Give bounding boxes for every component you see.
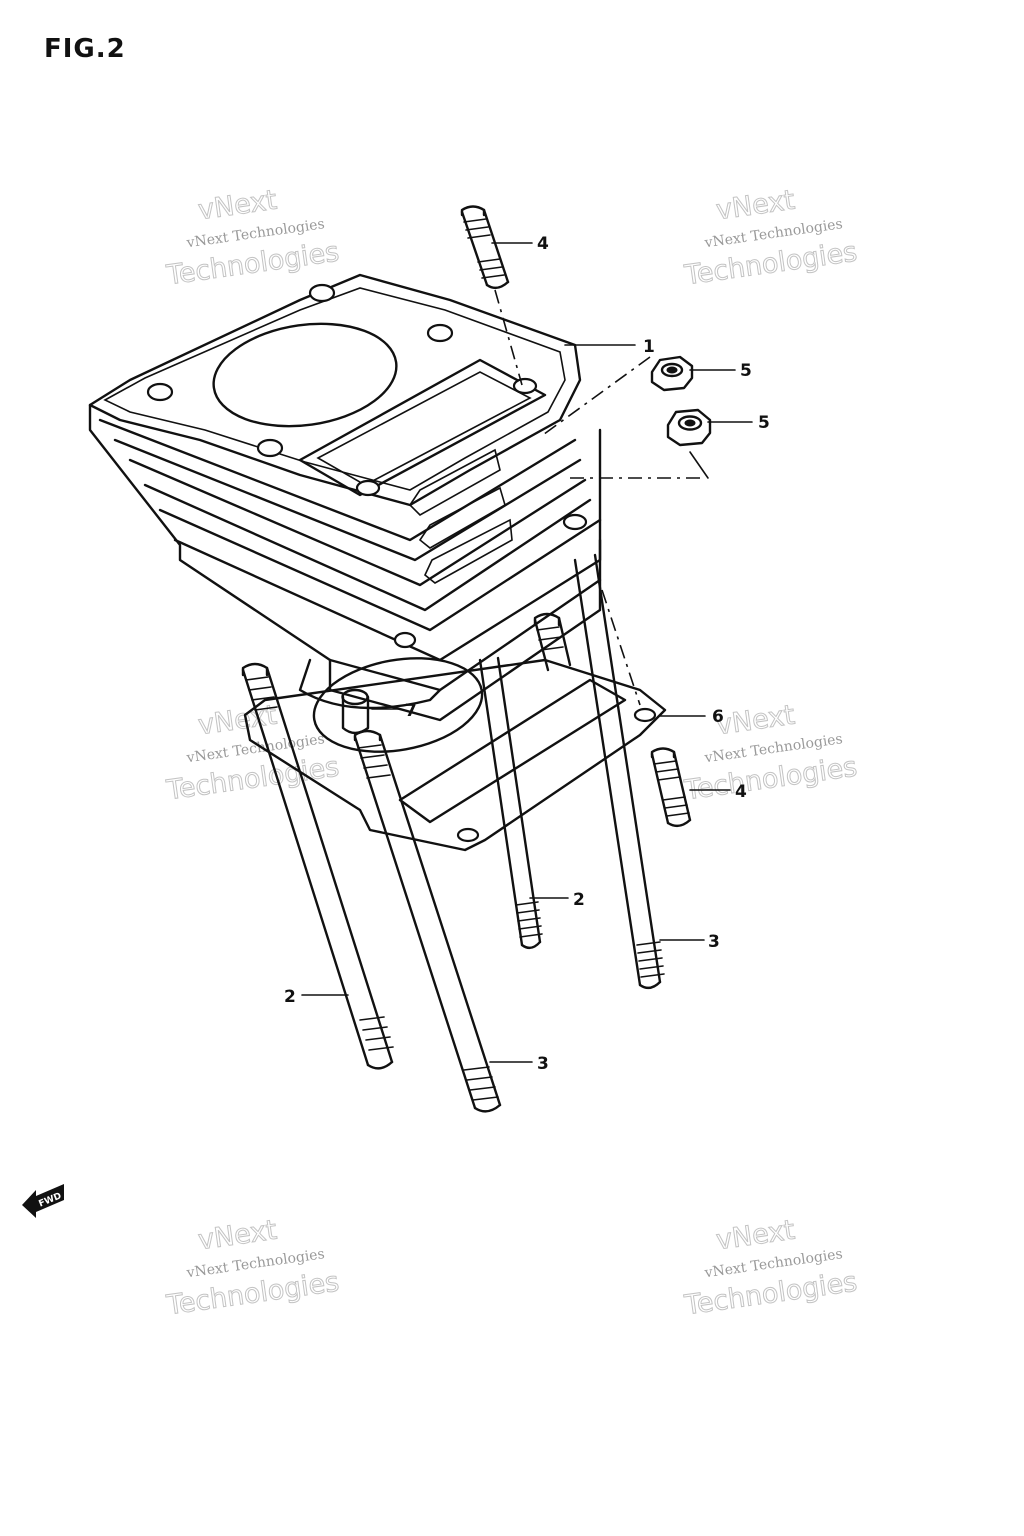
watermark-group: vNext vNext Technologies Technologies vN… — [164, 184, 860, 1322]
stud-hole — [393, 631, 417, 649]
leader-lines — [301, 242, 753, 1063]
callout-5-upper: 5 — [740, 361, 752, 381]
long-stud-front-right-3 — [353, 729, 502, 1113]
long-stud-front-left-2 — [241, 662, 394, 1070]
long-stud-rear-right-3 — [573, 553, 665, 990]
watermark-large: vNext — [714, 1215, 796, 1257]
long-stud-rear-top — [533, 612, 572, 672]
long-stud-rear-left-2 — [478, 656, 543, 950]
nut-lower — [666, 408, 712, 447]
watermark-large: vNext — [196, 1215, 278, 1257]
stud-hole — [512, 377, 538, 395]
callout-3-right: 3 — [708, 932, 720, 952]
callout-6: 6 — [712, 707, 724, 727]
callout-5-lower: 5 — [758, 413, 770, 433]
watermark-large: vNext — [714, 185, 796, 227]
figure-title: FIG.2 — [44, 34, 126, 64]
stud-hole — [146, 382, 174, 402]
callout-1: 1 — [643, 337, 655, 357]
watermark-large: vNext — [196, 700, 278, 742]
short-stud-right — [650, 747, 692, 828]
stud-hole — [562, 513, 588, 531]
watermark-large: vNext — [196, 185, 278, 227]
callout-7: 7 — [405, 701, 417, 721]
stud-hole — [355, 479, 381, 497]
stud-hole — [426, 323, 454, 343]
callout-2-left: 2 — [284, 987, 296, 1007]
stud-hole — [256, 438, 284, 458]
alignment-lines — [539, 356, 709, 706]
short-stud-top — [460, 205, 523, 386]
callout-4-top: 4 — [537, 234, 549, 254]
callout-2-right: 2 — [573, 890, 585, 910]
callout-3-left: 3 — [537, 1054, 549, 1074]
gasket-hole — [456, 827, 480, 843]
nut-upper — [650, 355, 694, 392]
watermark-large: vNext — [714, 700, 796, 742]
dowel-pin — [341, 688, 370, 735]
base-gasket — [243, 657, 667, 852]
stud-hole — [308, 283, 336, 303]
fwd-arrow-icon: FWD — [22, 1184, 64, 1218]
gasket-hole — [633, 707, 657, 723]
callout-4-right: 4 — [735, 782, 747, 802]
cylinder-block — [88, 273, 602, 722]
